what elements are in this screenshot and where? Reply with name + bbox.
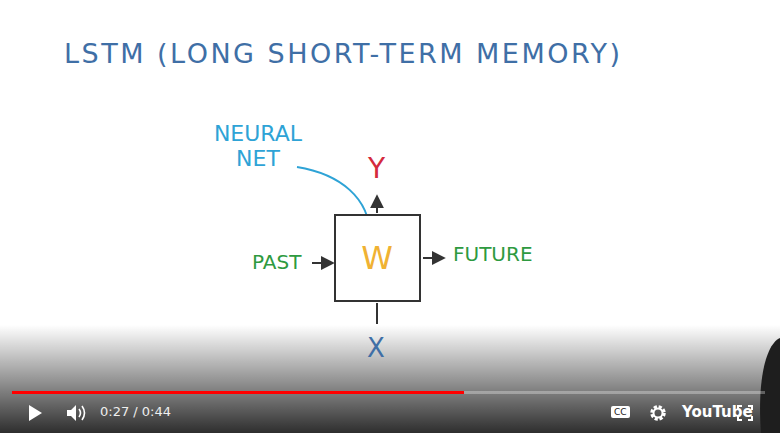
time-display: 0:27 / 0:44 (100, 405, 171, 420)
title: LSTM (LONG SHORT-TERM MEMORY) (64, 38, 623, 69)
presenter-edge (760, 338, 780, 433)
progress-played (12, 391, 464, 394)
output-label: FUTURE (453, 243, 533, 266)
volume-icon (67, 405, 85, 421)
callout-label: NEURAL NET (208, 121, 308, 172)
captions-button: CC (611, 406, 630, 418)
input-label: X (367, 334, 385, 364)
player-shade (0, 325, 780, 433)
play-icon (29, 405, 42, 421)
progress-track (12, 391, 765, 394)
process-box: W (334, 214, 421, 302)
past-arrow (312, 262, 332, 264)
future-arrow (423, 257, 443, 259)
input-label: PAST (252, 251, 301, 274)
input-line (376, 303, 378, 324)
settings-icon (652, 407, 664, 419)
output-label: Y (368, 153, 385, 185)
node-text: W (361, 239, 393, 277)
youtube-logo: YouTube (682, 404, 753, 421)
output-arrow (376, 197, 378, 213)
